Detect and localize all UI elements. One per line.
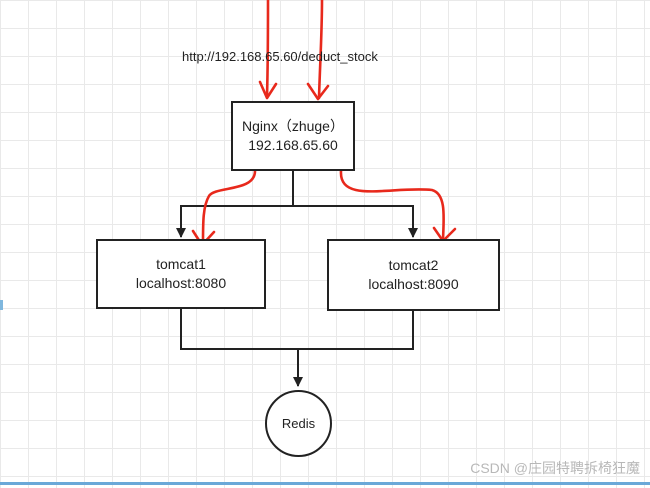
connector-tomcat1-to-redis (180, 308, 298, 350)
tomcat1-node-address: localhost:8080 (135, 275, 227, 291)
connector-nginx-to-tomcat1 (176, 171, 294, 238)
nginx-node-title: Nginx（zhuge） (242, 118, 344, 134)
red-arrow-incoming-left-head (258, 80, 278, 100)
edge-marker (0, 300, 3, 310)
tomcat2-node: tomcat2 localhost:8090 (327, 239, 500, 311)
tomcat1-node-title: tomcat1 (156, 256, 206, 272)
nginx-node-address: 192.168.65.60 (248, 137, 338, 153)
redis-node-title: Redis (281, 416, 316, 431)
red-arrow-to-tomcat1 (201, 169, 257, 245)
request-url-label: http://192.168.65.60/deduct_stock (182, 49, 378, 64)
red-arrow-to-tomcat2 (339, 169, 445, 241)
red-arrow-incoming-left (265, 0, 270, 98)
nginx-node: Nginx（zhuge） 192.168.65.60 (231, 101, 355, 171)
connector-nginx-to-tomcat2 (293, 205, 418, 238)
watermark: CSDN @庄园特聘拆椅狂魔 (470, 460, 640, 476)
red-arrow-incoming-right-head (306, 82, 330, 101)
connector-tomcat2-to-redis (298, 311, 414, 350)
tomcat2-node-title: tomcat2 (388, 257, 439, 273)
bottom-rule (0, 482, 650, 485)
tomcat1-node: tomcat1 localhost:8080 (96, 239, 266, 309)
tomcat2-node-address: localhost:8090 (368, 276, 459, 292)
redis-node: Redis (265, 390, 332, 457)
red-arrow-incoming-right (317, 0, 324, 100)
